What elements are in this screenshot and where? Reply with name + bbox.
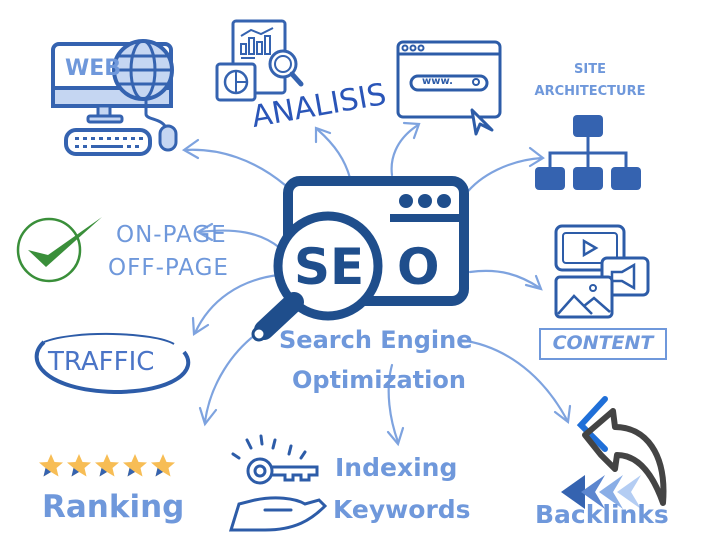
content-label: CONTENT — [552, 332, 654, 354]
traffic-label: TRAFFIC — [48, 347, 155, 377]
site-architecture-line1: SITE — [574, 62, 606, 77]
arrow-to-content-head — [524, 274, 543, 291]
arrow-to-ranking — [203, 328, 264, 424]
arrow-to-traffic-head — [191, 316, 210, 336]
star-icon — [123, 454, 147, 477]
arrow-to-indexing-head — [386, 426, 405, 447]
web-label: WEB — [65, 56, 122, 81]
arrow-to-traffic — [193, 273, 280, 335]
rating-stars — [39, 454, 175, 477]
arrow-to-onpage-head — [195, 222, 214, 242]
backlink-arrow-icon — [561, 396, 667, 509]
key-hand-icon — [228, 434, 328, 532]
seo-browser-magnifier-icon — [251, 176, 469, 342]
arrow-to-ranking-head — [198, 406, 218, 427]
site-architecture-line2: ARCHITECTURE — [534, 84, 646, 99]
media-content-icon — [554, 224, 650, 319]
computer-globe-icon — [51, 39, 178, 156]
arrow-to-browser — [390, 123, 420, 177]
seo-logo: SE O — [250, 176, 470, 343]
star-icon — [39, 454, 63, 477]
arrow-to-site-head — [528, 146, 545, 168]
onpage-label: ON-PAGE — [116, 222, 227, 248]
center-title-line2: Optimization — [292, 366, 466, 394]
browser-window-icon — [396, 40, 502, 136]
browser-url-text: www. — [422, 76, 453, 87]
star-icon — [151, 454, 175, 477]
center-title-line1: Search Engine — [279, 326, 473, 354]
content-box — [539, 328, 667, 360]
indexing-label: Indexing — [335, 453, 458, 482]
arrow-to-content — [468, 269, 542, 290]
star-icon — [67, 454, 91, 477]
arrow-to-indexing — [387, 363, 400, 444]
arrow-to-analisis-head — [314, 126, 332, 144]
keywords-label: Keywords — [333, 495, 471, 524]
arrow-to-backlinks — [458, 338, 569, 422]
arrow-to-browser-head — [402, 121, 421, 140]
site-architecture-node: SITE ARCHITECTURE — [510, 58, 670, 198]
offpage-label: OFF-PAGE — [108, 255, 229, 281]
arrow-to-backlinks-head — [553, 404, 572, 425]
analytics-report-icon — [215, 19, 304, 102]
seo-letter-o: O — [397, 238, 440, 296]
arrow-to-web-head — [181, 138, 200, 160]
arrow-to-web — [183, 148, 287, 187]
content-node: CONTENT — [536, 222, 676, 367]
web-node: WEB — [48, 32, 188, 162]
backlinks-label: Backlinks — [535, 500, 669, 529]
analisis-node: ANALISIS — [215, 18, 389, 148]
traffic-ellipse-icon — [34, 333, 191, 395]
arrow-to-onpage — [198, 229, 282, 250]
seo-letters-se: SE — [294, 238, 365, 296]
sitemap-hierarchy-icon — [535, 115, 641, 190]
checkmark-icon — [16, 217, 102, 283]
browser-node: www. — [396, 40, 506, 136]
star-icon — [95, 454, 119, 477]
ranking-label: Ranking — [42, 489, 185, 525]
arrow-to-analisis — [316, 128, 352, 180]
arrow-to-site — [463, 156, 544, 197]
